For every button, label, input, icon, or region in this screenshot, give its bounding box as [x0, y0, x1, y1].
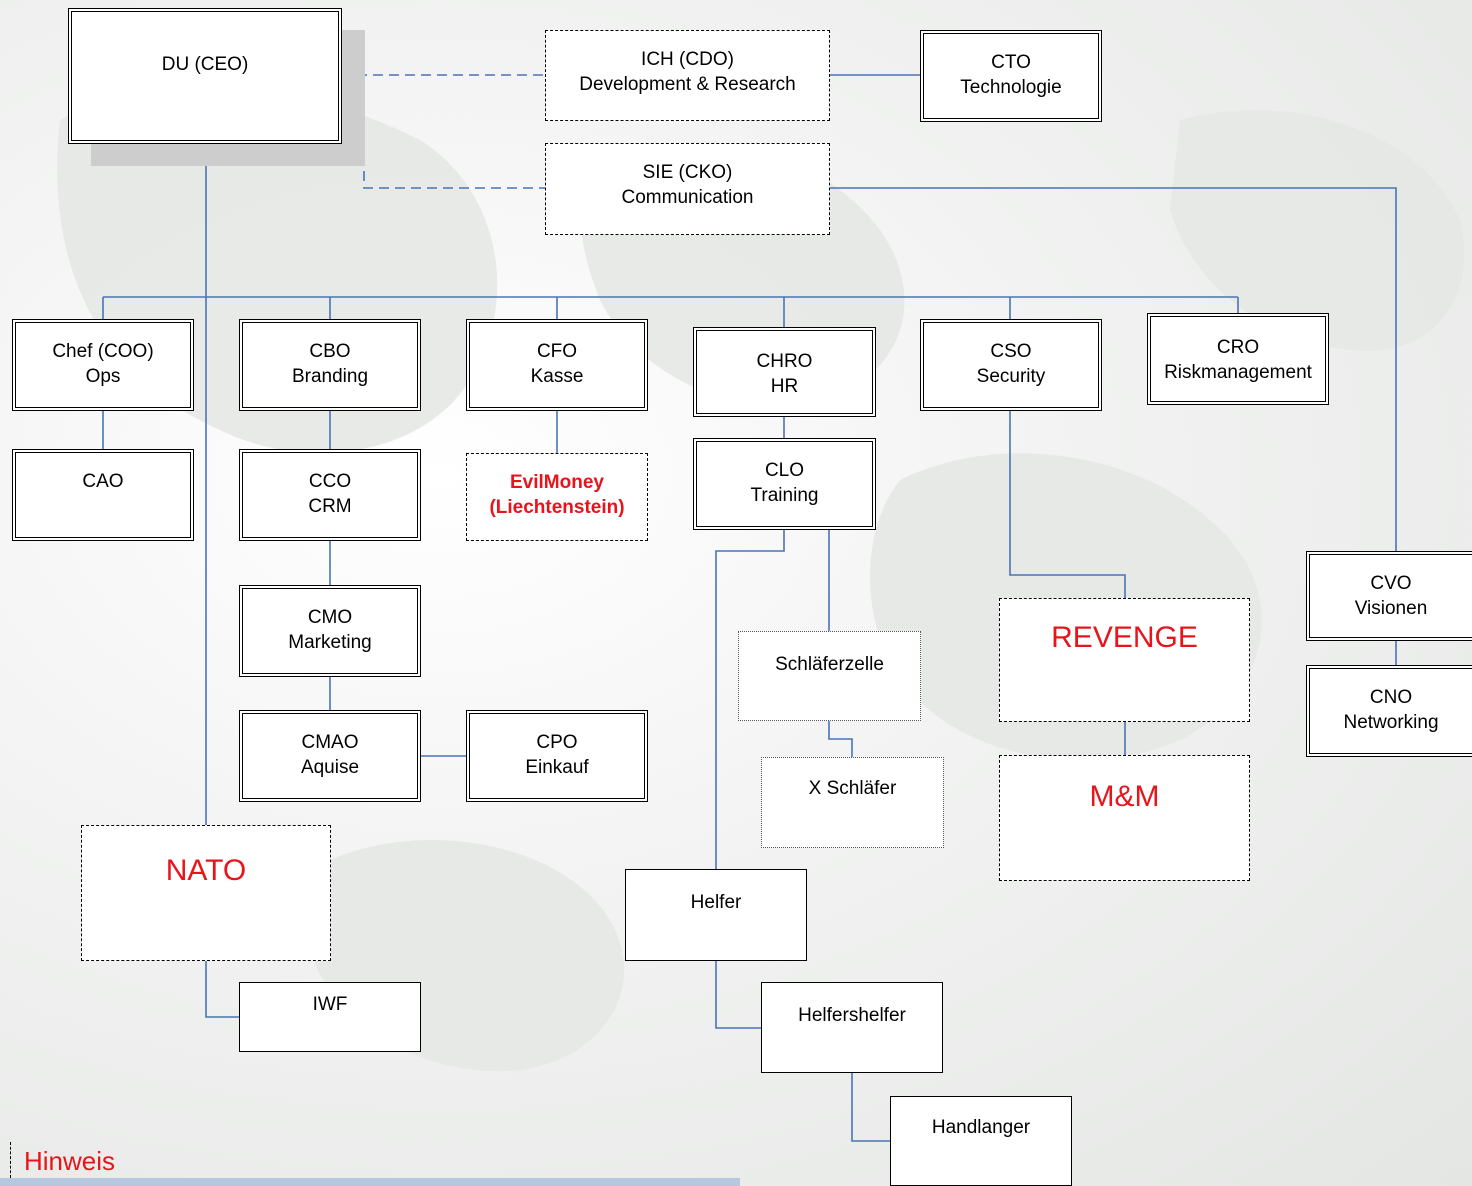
- node-cno-subtitle: Networking: [1343, 712, 1439, 733]
- node-iwf[interactable]: IWF: [239, 982, 421, 1052]
- node-handlanger[interactable]: Handlanger: [890, 1096, 1072, 1186]
- node-cbo[interactable]: CBO Branding: [239, 319, 421, 411]
- node-mm-title: M&M: [1089, 780, 1160, 813]
- node-coo[interactable]: Chef (COO) Ops: [12, 319, 194, 411]
- node-cso[interactable]: CSO Security: [920, 319, 1102, 411]
- node-cmo-subtitle: Marketing: [288, 632, 372, 653]
- node-cdo-title: ICH (CDO): [641, 49, 734, 70]
- connector-cso-revenge: [1009, 410, 1126, 598]
- node-cto-title: CTO: [991, 52, 1031, 73]
- node-cbo-subtitle: Branding: [291, 366, 369, 387]
- node-clo-title: CLO: [764, 460, 805, 481]
- node-cvo-title: CVO: [1370, 573, 1412, 594]
- node-cno-title: CNO: [1369, 687, 1413, 708]
- node-cmao[interactable]: CMAO Aquise: [239, 710, 421, 802]
- node-cmao-subtitle: Aquise: [300, 757, 360, 778]
- node-coo-subtitle: Ops: [85, 366, 121, 387]
- node-cko-subtitle: Communication: [621, 187, 754, 208]
- node-xschlaefer-title: X Schläfer: [808, 778, 897, 799]
- connector-cko-cvo: [830, 187, 1397, 551]
- node-ceo-title: DU (CEO): [161, 54, 249, 75]
- node-cro-subtitle: Riskmanagement: [1164, 362, 1312, 383]
- hint-label: Hinweis: [24, 1146, 116, 1176]
- node-cfo-subtitle: Kasse: [530, 366, 584, 387]
- node-cco[interactable]: CCO CRM: [239, 449, 421, 541]
- node-xschlaefer[interactable]: X Schläfer: [761, 757, 944, 848]
- node-cto-subtitle: Technologie: [960, 77, 1062, 98]
- node-cco-subtitle: CRM: [308, 496, 352, 517]
- hint-edge: [10, 1142, 11, 1178]
- connector-schlaeferzelle-xschlaefer: [828, 721, 853, 757]
- node-cdo-subtitle: Development & Research: [579, 74, 796, 95]
- node-cpo[interactable]: CPO Einkauf: [466, 710, 648, 802]
- node-clo[interactable]: CLO Training: [693, 438, 876, 530]
- node-helfershelfer[interactable]: Helfershelfer: [761, 982, 943, 1073]
- node-cco-title: CCO: [308, 471, 352, 492]
- node-cfo-title: CFO: [536, 341, 578, 362]
- node-helfer[interactable]: Helfer: [625, 869, 807, 961]
- node-chro-title: CHRO: [756, 351, 813, 372]
- node-cfo[interactable]: CFO Kasse: [466, 319, 648, 411]
- connector-helfer-helfershelfer: [715, 960, 762, 1029]
- node-ceo[interactable]: DU (CEO): [68, 8, 342, 144]
- connector-helfershelfer-handlanger: [851, 1072, 891, 1142]
- connector-clo-helfer: [715, 530, 785, 870]
- node-chro[interactable]: CHRO HR: [693, 327, 876, 417]
- node-cmao-title: CMAO: [301, 732, 359, 753]
- node-clo-subtitle: Training: [750, 485, 819, 506]
- node-schlaeferzelle[interactable]: Schläferzelle: [738, 631, 921, 721]
- node-evilmoney-title: EvilMoney: [510, 472, 604, 493]
- node-evilmoney[interactable]: EvilMoney (Liechtenstein): [466, 453, 648, 541]
- node-cko-title: SIE (CKO): [642, 162, 733, 183]
- node-cmo[interactable]: CMO Marketing: [239, 585, 421, 677]
- node-schlaeferzelle-title: Schläferzelle: [775, 654, 884, 675]
- node-cao[interactable]: CAO: [12, 449, 194, 541]
- node-cpo-title: CPO: [536, 732, 578, 753]
- node-cao-title: CAO: [82, 471, 124, 492]
- connector-ceo-cko: [363, 75, 545, 189]
- node-chro-subtitle: HR: [770, 376, 799, 397]
- node-revenge-title: REVENGE: [1051, 621, 1198, 654]
- hint-bar: [0, 1178, 740, 1186]
- node-coo-title: Chef (COO): [52, 341, 154, 362]
- node-revenge[interactable]: REVENGE: [999, 598, 1250, 722]
- node-cko[interactable]: SIE (CKO) Communication: [545, 143, 830, 235]
- connector-nato-iwf: [205, 960, 240, 1018]
- node-evilmoney-subtitle: (Liechtenstein): [489, 497, 625, 518]
- node-cso-subtitle: Security: [976, 366, 1046, 387]
- node-cro-title: CRO: [1216, 337, 1260, 358]
- node-cno[interactable]: CNO Networking: [1306, 665, 1472, 757]
- node-cso-title: CSO: [990, 341, 1032, 362]
- node-helfer-title: Helfer: [690, 892, 742, 913]
- node-cto[interactable]: CTO Technologie: [920, 30, 1102, 122]
- node-cpo-subtitle: Einkauf: [525, 757, 589, 778]
- node-mm[interactable]: M&M: [999, 755, 1250, 881]
- node-nato-title: NATO: [165, 854, 247, 887]
- node-iwf-title: IWF: [312, 994, 348, 1015]
- node-handlanger-title: Handlanger: [931, 1117, 1031, 1138]
- node-cvo[interactable]: CVO Visionen: [1306, 551, 1472, 641]
- node-cro[interactable]: CRO Riskmanagement: [1147, 313, 1329, 405]
- node-nato[interactable]: NATO: [81, 825, 331, 961]
- node-cvo-subtitle: Visionen: [1354, 598, 1428, 619]
- node-helfershelfer-title: Helfershelfer: [798, 1005, 906, 1026]
- node-cmo-title: CMO: [307, 607, 353, 628]
- node-cbo-title: CBO: [309, 341, 351, 362]
- node-cdo[interactable]: ICH (CDO) Development & Research: [545, 30, 830, 121]
